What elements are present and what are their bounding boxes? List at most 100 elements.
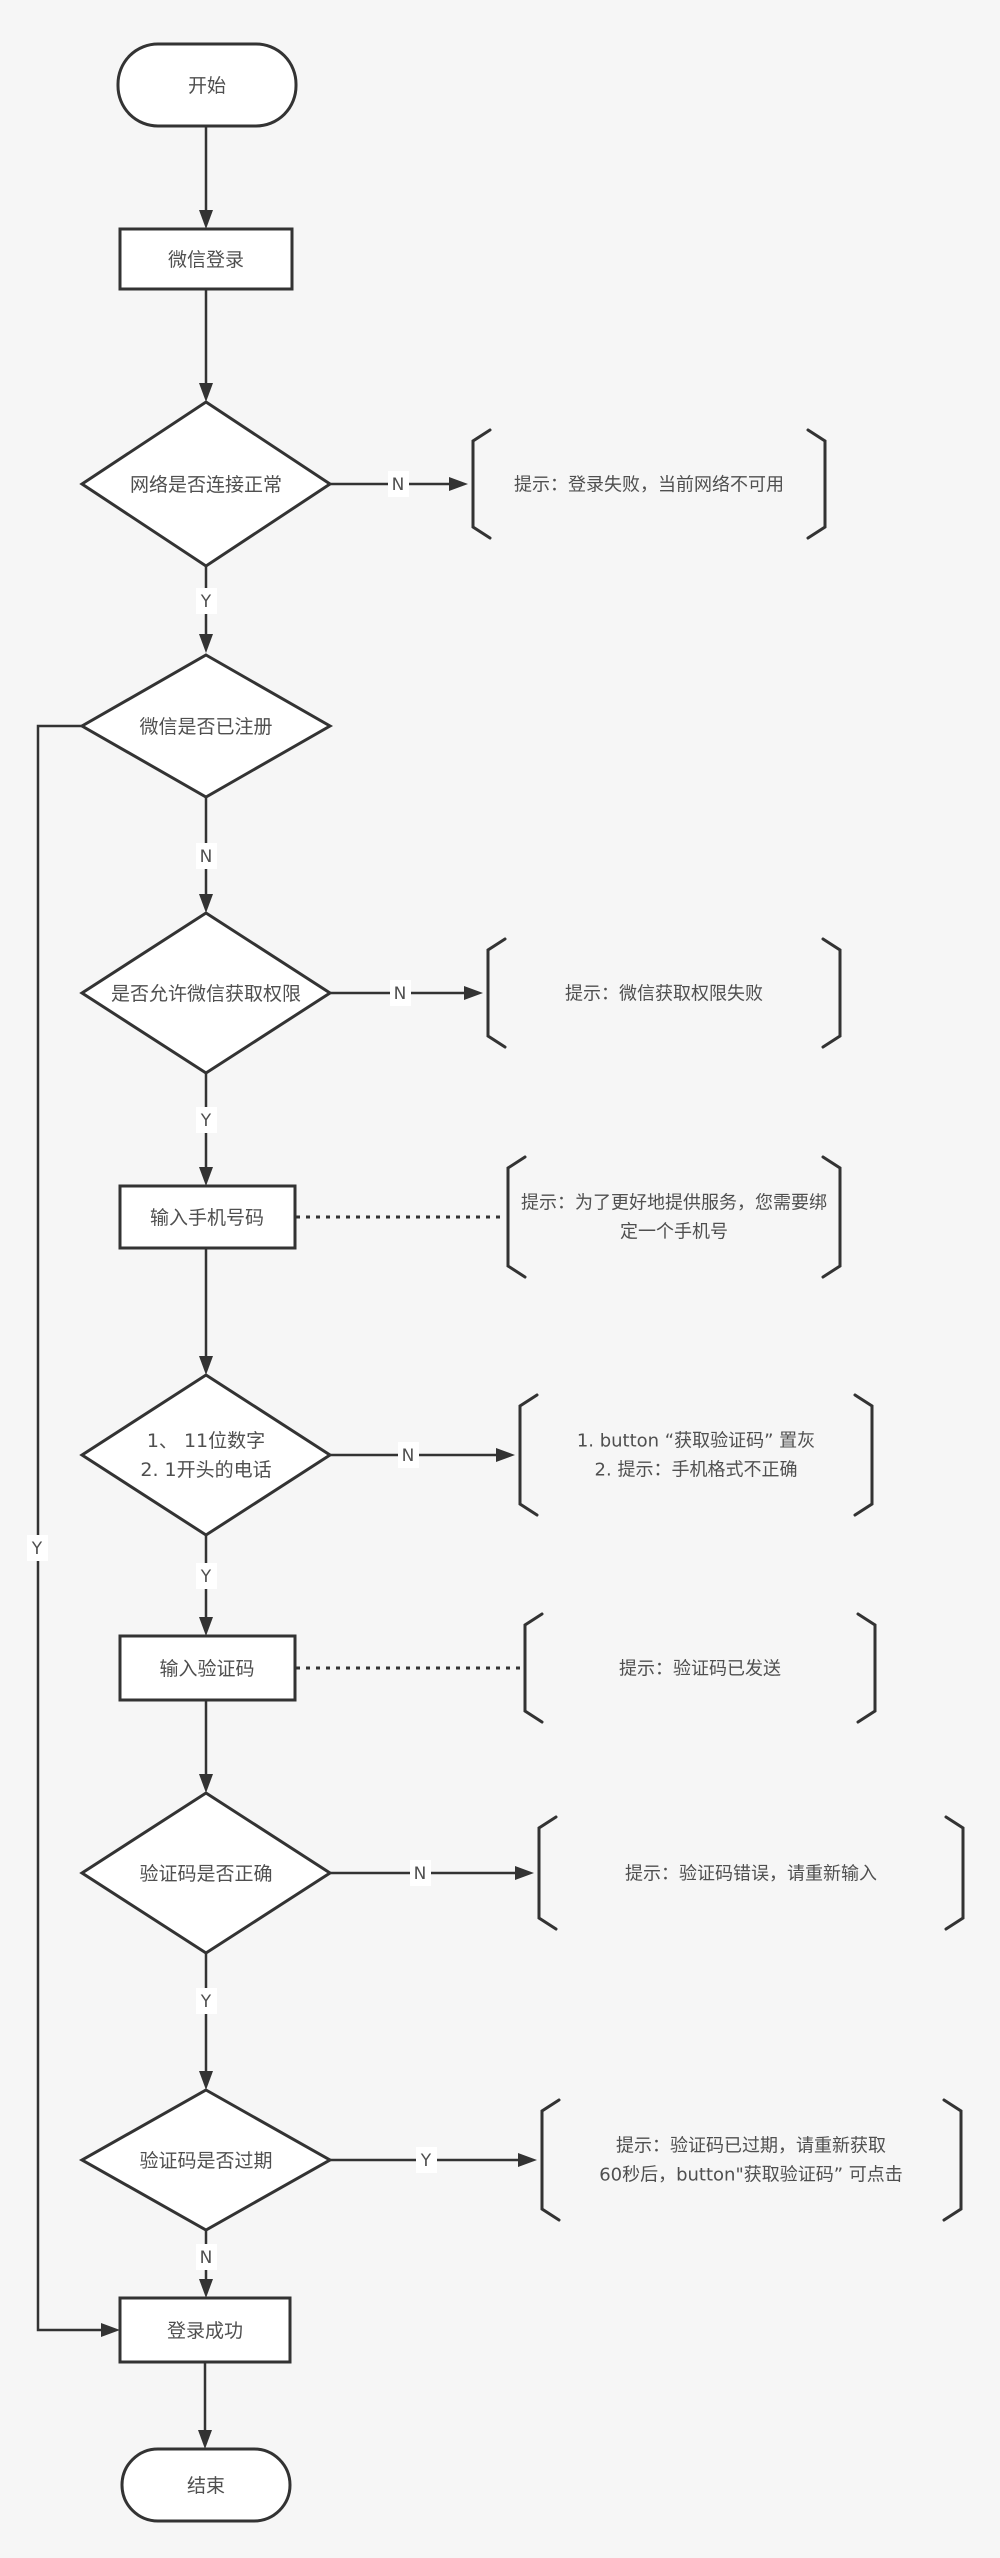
bracket-left [518,1393,539,1517]
code-expired-check-label: 验证码是否过期 [139,2150,272,2172]
edge-label-background [398,1442,419,1468]
edge-enter-phone-to-format-check [199,1248,213,1375]
edge-label-background [27,1535,48,1561]
edge-label-n: N [394,984,407,1004]
bracket-left [537,1815,558,1931]
arrowhead-icon [464,986,483,1000]
edge-label-background [196,1563,217,1589]
edge-line [36,724,101,2332]
edge-code-expired-yes: Y [330,2147,537,2173]
arrowhead-icon [199,1167,213,1186]
enter-code-label: 输入验证码 [159,1658,254,1680]
enter-phone-label: 输入手机号码 [150,1207,264,1229]
note-code-expired: 提示：验证码已过期，请重新获取 60秒后，button"获取验证码” 可点击 [540,2098,963,2222]
edge-wechat-login-to-network-check [199,289,213,402]
decision-shape [78,653,334,799]
login-success-node: 登录成功 [118,2296,292,2364]
edge-permission-check-no: N [330,980,483,1006]
edge-enter-code-to-code-correct [199,1700,213,1793]
process-shape [118,2296,292,2364]
note-bind-phone-line2: 定一个手机号 [620,1222,728,1243]
edge-registered-check-no: N [196,797,217,913]
arrowhead-icon [199,210,213,229]
login-success-label: 登录成功 [167,2320,243,2342]
bracket-left [540,2098,561,2222]
edge-format-check-yes: Y [196,1535,217,1636]
permission-check-label: 是否允许微信获取权限 [111,983,301,1005]
phone-format-check-line2: 2. 1开头的电话 [140,1459,271,1481]
edge-code-correct-no: N [330,1860,534,1886]
registered-check-label: 微信是否已注册 [139,716,272,738]
wechat-login-label: 微信登录 [168,249,244,271]
bracket-left [471,428,492,540]
edge-label-n: N [402,1446,415,1466]
note-bind-phone-line1: 提示：为了更好地提供服务，您需要绑 [521,1193,827,1214]
bracket-right [821,937,842,1049]
arrowhead-icon [199,2279,213,2298]
arrowhead-icon [199,383,213,402]
terminator-shape [116,42,298,128]
arrowhead-icon [449,477,468,491]
process-shape [118,1634,297,1702]
edge-login-success-to-end [198,2362,212,2449]
decision-shape [79,400,333,568]
edge-code-expired-no: N [196,2230,217,2298]
arrowhead-icon [199,634,213,653]
end-node: 结束 [120,2447,292,2523]
edge-label-y: Y [420,2151,432,2171]
edge-label-background [196,843,217,869]
note-permission-fail-text: 提示：微信获取权限失败 [565,984,763,1005]
decision-shape [79,1791,333,1955]
enter-code-node: 输入验证码 [118,1634,297,1702]
bracket-right [942,2098,963,2222]
decision-shape [78,2088,334,2232]
process-shape [118,1184,297,1250]
edge-label-background [388,471,409,497]
decision-shape [79,1373,333,1537]
note-code-wrong: 提示：验证码错误，请重新输入 [537,1815,965,1931]
wechat-login-node: 微信登录 [118,227,294,291]
bracket-right [821,1155,842,1279]
end-node-label: 结束 [187,2475,225,2497]
phone-format-check-node: 1、 11位数字 2. 1开头的电话 [79,1373,333,1537]
arrowhead-icon [496,1448,515,1462]
edge-label-background [390,980,411,1006]
note-phone-invalid-line1: 1. button “获取验证码” 置灰 [577,1431,815,1452]
edge-format-check-no: N [330,1442,515,1468]
edge-label-background [196,2244,217,2270]
terminator-shape [120,2447,292,2523]
note-code-sent-text: 提示：验证码已发送 [619,1659,781,1680]
edge-network-check-yes: Y [196,566,217,653]
note-bind-phone: 提示：为了更好地提供服务，您需要绑 定一个手机号 [506,1155,842,1279]
note-permission-fail: 提示：微信获取权限失败 [486,937,842,1049]
code-expired-check-node: 验证码是否过期 [78,2088,334,2232]
note-phone-invalid-line2: 2. 提示：手机格式不正确 [595,1460,798,1481]
bracket-right [856,1612,877,1724]
bracket-left [486,937,507,1049]
edge-code-correct-yes: Y [196,1953,217,2090]
arrowhead-icon [199,1356,213,1375]
arrowhead-icon [199,2071,213,2090]
permission-check-node: 是否允许微信获取权限 [79,911,333,1075]
edge-label-y: Y [200,1111,212,1131]
edge-label-n: N [414,1864,427,1884]
bracket-right [806,428,827,540]
note-login-fail: 提示：登录失败，当前网络不可用 [471,428,827,540]
edge-label-y: Y [200,592,212,612]
code-correct-check-label: 验证码是否正确 [139,1863,272,1885]
network-check-label: 网络是否连接正常 [130,474,282,496]
edge-label-y: Y [200,1567,212,1587]
bracket-right [853,1393,874,1517]
edge-label-background [196,1107,217,1133]
network-check-node: 网络是否连接正常 [79,400,333,568]
arrowhead-icon [101,2323,120,2337]
bracket-right [944,1815,965,1931]
registered-check-node: 微信是否已注册 [78,653,334,799]
note-code-wrong-text: 提示：验证码错误，请重新输入 [625,1864,877,1885]
edge-label-background [410,1860,431,1886]
edge-label-n: N [200,847,213,867]
edge-label-n: N [200,2248,213,2268]
note-code-sent: 提示：验证码已发送 [523,1612,877,1724]
arrowhead-icon [515,1866,534,1880]
